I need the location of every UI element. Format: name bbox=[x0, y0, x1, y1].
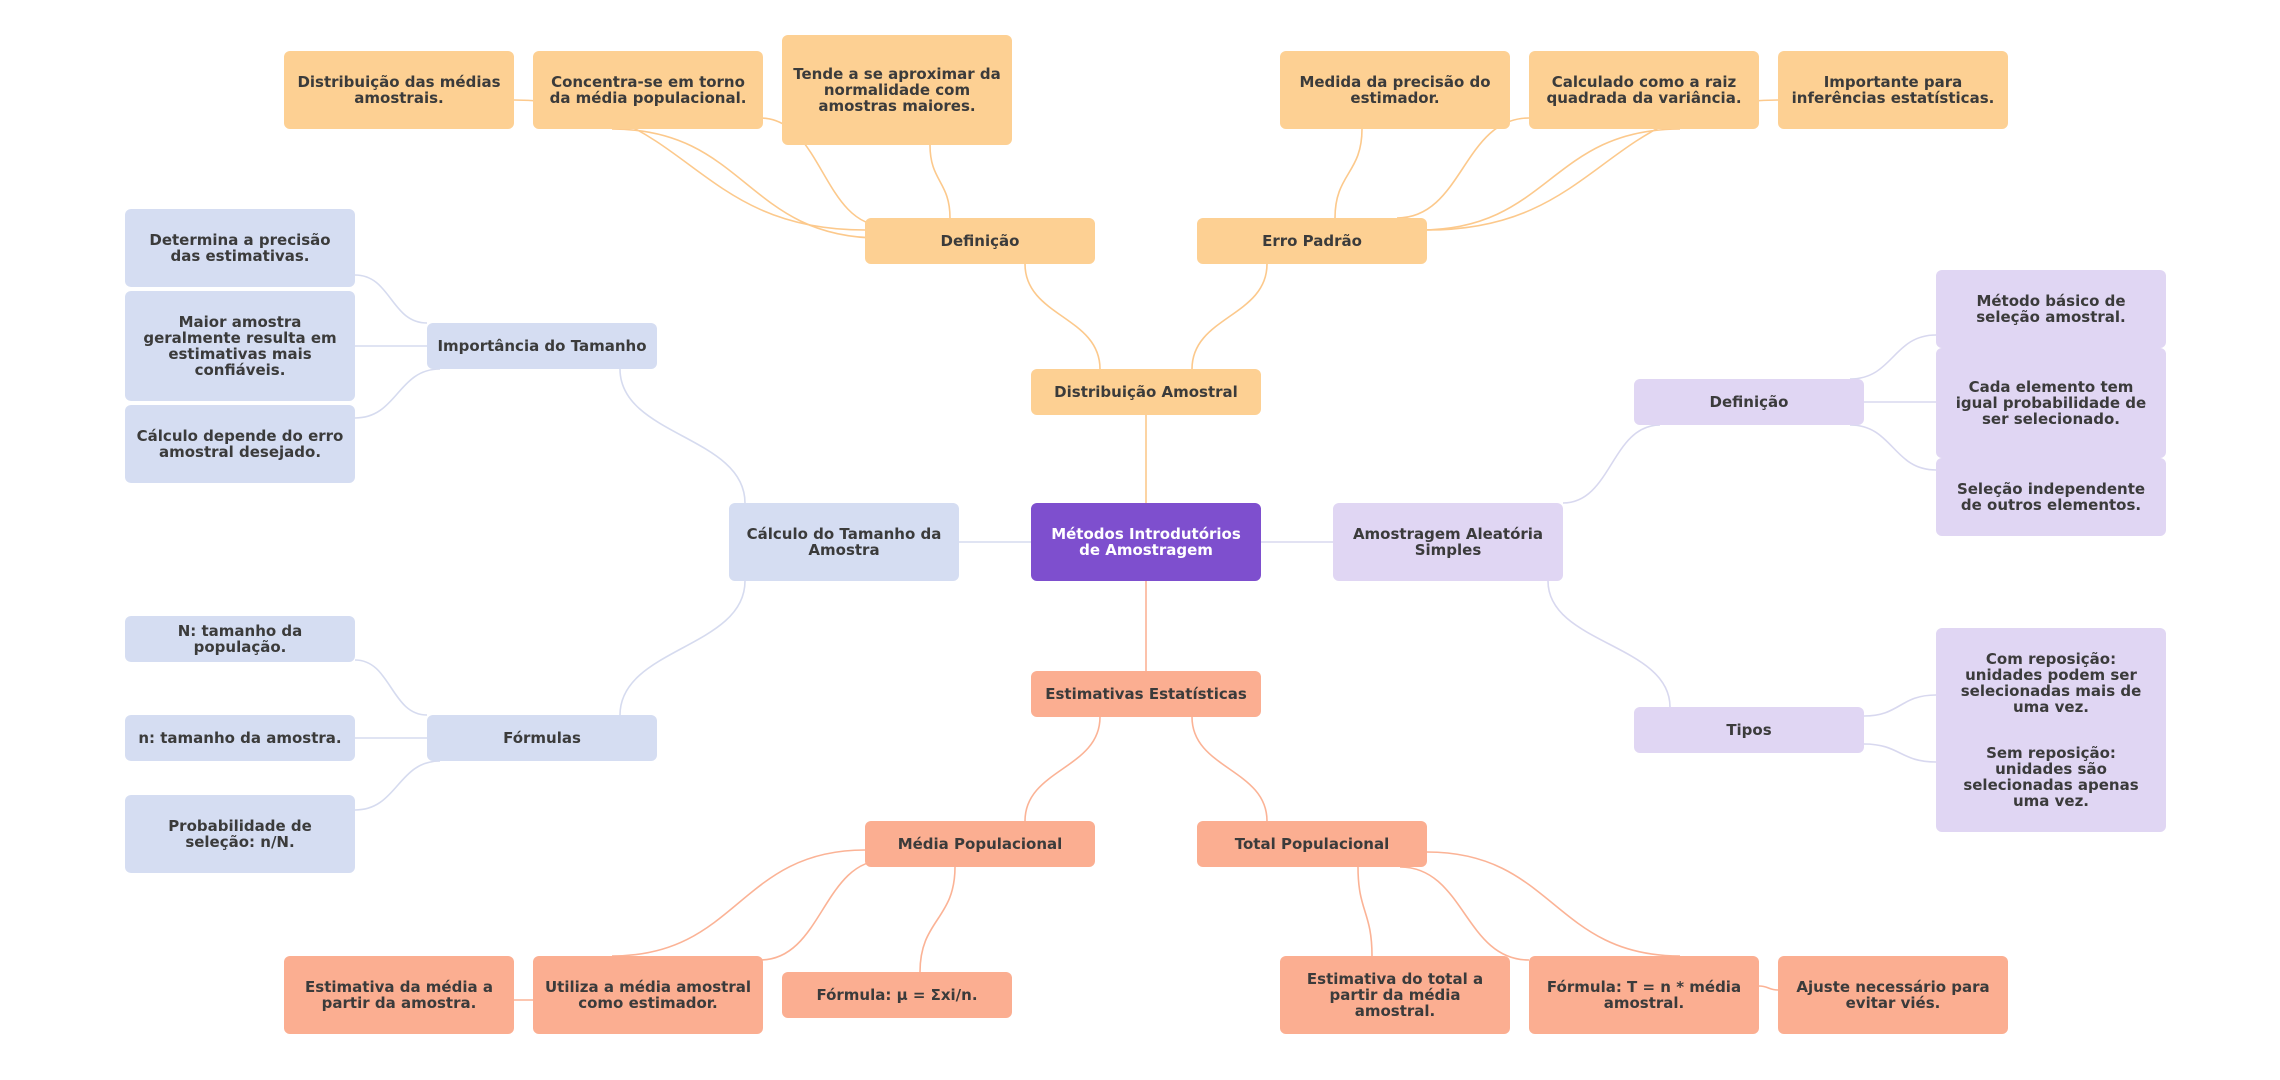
leaf-erro-padrao-1[interactable]: Medida da precisão do estimador. bbox=[1280, 51, 1510, 129]
leaf-formulas-3[interactable]: Probabilidade de seleção: n/N. bbox=[125, 795, 355, 873]
node-estimativas[interactable]: Estimativas Estatísticas bbox=[1031, 671, 1261, 717]
leaf-total-1[interactable]: Estimativa do total a partir da média am… bbox=[1280, 956, 1510, 1034]
connector-13 bbox=[1191, 716, 1268, 822]
connector-18 bbox=[1399, 866, 1530, 961]
node-da-definicao[interactable]: Definição bbox=[865, 218, 1095, 264]
connector-19 bbox=[1426, 851, 1681, 957]
connector-23 bbox=[1562, 424, 1661, 504]
node-distribuicao-amostral[interactable]: Distribuição Amostral bbox=[1031, 369, 1261, 415]
connector-8 bbox=[1396, 117, 1530, 219]
node-erro-padrao[interactable]: Erro Padrão bbox=[1197, 218, 1427, 264]
connector-38 bbox=[354, 760, 441, 811]
leaf-total-3[interactable]: Ajuste necessário para evitar viés. bbox=[1778, 956, 2008, 1034]
leaf-erro-padrao-3[interactable]: Importante para inferências estatísticas… bbox=[1778, 51, 2008, 129]
connector-31 bbox=[619, 368, 746, 504]
leaf-da-definicao-1[interactable]: Distribuição das médias amostrais. bbox=[284, 51, 514, 129]
node-amostragem-aleatoria[interactable]: Amostragem Aleatória Simples bbox=[1333, 503, 1563, 581]
leaf-importancia-1[interactable]: Determina a precisão das estimativas. bbox=[125, 209, 355, 287]
leaf-aas-definicao-3[interactable]: Seleção independente de outros elementos… bbox=[1936, 458, 2166, 536]
connector-1 bbox=[1024, 263, 1101, 370]
connector-26 bbox=[1849, 334, 1937, 380]
connector-24 bbox=[1547, 580, 1671, 708]
connector-33 bbox=[354, 274, 428, 324]
leaf-aas-tipos-2[interactable]: Sem reposição: unidades são selecionadas… bbox=[1936, 722, 2166, 832]
connector-27 bbox=[1849, 424, 1937, 471]
leaf-total-2[interactable]: Fórmula: T = n * média amostral. bbox=[1529, 956, 1759, 1034]
connector-9 bbox=[1419, 128, 1681, 231]
leaf-formulas-1[interactable]: N: tamanho da população. bbox=[125, 616, 355, 662]
connector-35 bbox=[354, 368, 441, 419]
connector-15 bbox=[759, 859, 886, 961]
connector-2 bbox=[1191, 263, 1268, 370]
leaf-importancia-2[interactable]: Maior amostra geralmente resulta em esti… bbox=[125, 291, 355, 401]
connector-29 bbox=[1863, 743, 1937, 763]
leaf-media-3[interactable]: Fórmula: μ = Σxi/n. bbox=[782, 972, 1012, 1018]
node-calculo-tamanho[interactable]: Cálculo do Tamanho da Amostra bbox=[729, 503, 959, 581]
node-media-populacional[interactable]: Média Populacional bbox=[865, 821, 1095, 867]
leaf-erro-padrao-2[interactable]: Calculado como a raiz quadrada da variân… bbox=[1529, 51, 1759, 129]
leaf-aas-definicao-2[interactable]: Cada elemento tem igual probabilidade de… bbox=[1936, 348, 2166, 458]
leaf-media-2[interactable]: Utiliza a média amostral como estimador. bbox=[533, 956, 763, 1034]
node-root[interactable]: Métodos Introdutórios de Amostragem bbox=[1031, 503, 1261, 581]
leaf-da-definicao-3[interactable]: Tende a se aproximar da normalidade com … bbox=[782, 35, 1012, 145]
connector-36 bbox=[354, 659, 428, 716]
connector-7 bbox=[1334, 128, 1363, 219]
leaf-media-1[interactable]: Estimativa da média a partir da amostra. bbox=[284, 956, 514, 1034]
connector-6 bbox=[929, 144, 951, 219]
leaf-formulas-2[interactable]: n: tamanho da amostra. bbox=[125, 715, 355, 761]
node-total-populacional[interactable]: Total Populacional bbox=[1197, 821, 1427, 867]
connector-12 bbox=[1024, 716, 1101, 822]
connector-14 bbox=[611, 849, 866, 957]
node-importancia-tamanho[interactable]: Importância do Tamanho bbox=[427, 323, 657, 369]
leaf-importancia-3[interactable]: Cálculo depende do erro amostral desejad… bbox=[125, 405, 355, 483]
connector-5 bbox=[759, 117, 886, 227]
node-aas-tipos[interactable]: Tipos bbox=[1634, 707, 1864, 753]
connector-16 bbox=[919, 866, 956, 973]
connector-32 bbox=[619, 580, 746, 716]
connector-28 bbox=[1863, 694, 1937, 717]
connector-4 bbox=[611, 128, 881, 239]
leaf-da-definicao-2[interactable]: Concentra-se em torno da média populacio… bbox=[533, 51, 763, 129]
connector-17 bbox=[1357, 866, 1373, 957]
leaf-aas-definicao-1[interactable]: Método básico de seleção amostral. bbox=[1936, 270, 2166, 348]
node-formulas[interactable]: Fórmulas bbox=[427, 715, 657, 761]
node-aas-definicao[interactable]: Definição bbox=[1634, 379, 1864, 425]
connector-20 bbox=[1758, 985, 1779, 991]
leaf-aas-tipos-1[interactable]: Com reposição: unidades podem ser seleci… bbox=[1936, 628, 2166, 738]
